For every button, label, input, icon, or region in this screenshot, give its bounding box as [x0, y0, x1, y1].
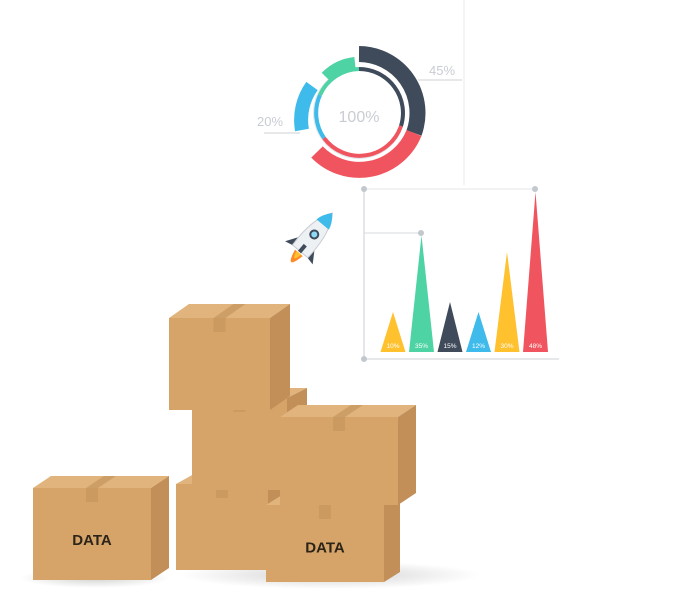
spike-label: 10%	[386, 343, 399, 350]
donut-inner-ring-red	[322, 125, 403, 158]
donut-segment-red	[311, 129, 422, 178]
spike-chart: 10% 35% 15% 12% 30% 48%	[361, 186, 559, 362]
spike-label: 48%	[529, 343, 542, 350]
spike-chart-origin-dot	[361, 356, 367, 362]
donut-inner-ring-dark	[358, 67, 405, 127]
spike-bar	[409, 235, 434, 352]
box-stack-top	[169, 304, 290, 410]
donut-segment-dark	[358, 46, 426, 136]
donut-left-label: 20%	[257, 114, 283, 129]
box-label-right: DATA	[305, 540, 345, 557]
spike-label: 35%	[415, 343, 428, 350]
spike-chart-corner-dot	[361, 186, 367, 192]
donut-chart: 100% 20% 45%	[257, 0, 465, 185]
box-right-upper	[280, 405, 416, 505]
donut-inner-ring-blue	[314, 94, 326, 140]
boxes-stack: DATA DATA	[20, 304, 480, 589]
box-left: DATA	[33, 476, 169, 580]
spike-chart-guide-dot	[418, 230, 424, 236]
spike-bar	[466, 312, 491, 352]
spike-label: 12%	[472, 343, 485, 350]
spike-label: 15%	[443, 343, 456, 350]
donut-segment-green	[321, 57, 356, 82]
rocket-icon	[285, 212, 333, 265]
donut-right-label: 45%	[429, 63, 455, 78]
spike-bar	[437, 302, 463, 352]
spike-label: 30%	[500, 343, 513, 350]
box-label-left: DATA	[72, 532, 112, 549]
donut-center-label: 100%	[339, 109, 380, 126]
spike-bar	[494, 252, 520, 352]
spike-chart-peak-dot	[532, 186, 538, 192]
spike-bar	[523, 192, 548, 352]
spike-bar	[380, 312, 406, 352]
donut-segment-blue	[294, 81, 318, 132]
box-bottom-right: DATA	[266, 495, 400, 582]
